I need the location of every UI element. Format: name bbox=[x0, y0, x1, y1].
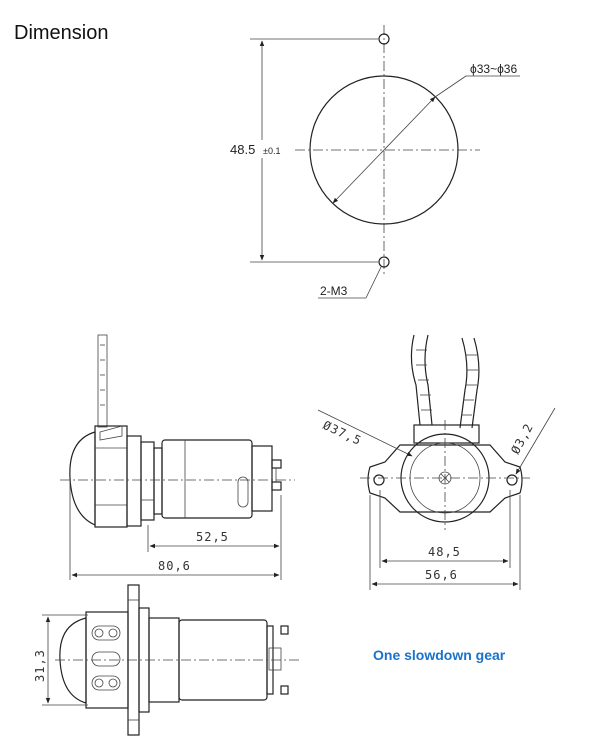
flange-hole-right bbox=[506, 474, 518, 486]
bottom-height-label: 31,3 bbox=[33, 649, 47, 682]
bottom-view: 31,3 bbox=[33, 584, 300, 736]
mount-hole-top bbox=[378, 33, 390, 45]
length-52-label: 52,5 bbox=[196, 530, 229, 544]
front-view: Ø37,5 Ø3,2 48,5 56,6 bbox=[317, 334, 556, 590]
flange-hole-left bbox=[373, 474, 385, 486]
hole-diameter-label: Ø3,2 bbox=[508, 421, 536, 457]
page-title: Dimension bbox=[14, 22, 109, 44]
width-56-label: 56,6 bbox=[425, 568, 458, 582]
diameter-label: ϕ33~ϕ36 bbox=[470, 62, 517, 76]
height-tolerance: ±0.1 bbox=[263, 146, 280, 156]
length-80-label: 80,6 bbox=[158, 559, 191, 573]
mount-label: 2-M3 bbox=[320, 284, 348, 298]
height-label: 48.5 bbox=[230, 142, 255, 157]
width-48-label: 48,5 bbox=[428, 545, 461, 559]
side-view: 52,5 80,6 bbox=[60, 334, 295, 580]
gear-note: One slowdown gear bbox=[373, 647, 506, 663]
top-view: 48.5 ±0.1 ϕ33~ϕ36 2-M3 bbox=[228, 25, 520, 299]
front-diameter-label: Ø37,5 bbox=[321, 418, 364, 448]
mount-hole-bottom bbox=[378, 256, 390, 268]
